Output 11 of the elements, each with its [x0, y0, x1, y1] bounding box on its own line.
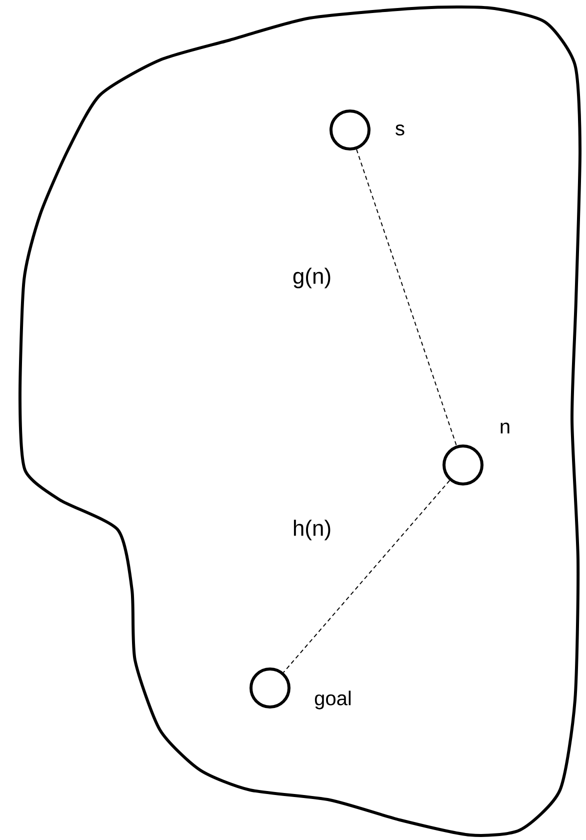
node-label: goal: [314, 690, 351, 710]
node-label: n: [500, 422, 510, 434]
blob-outline: [18, 6, 582, 837]
node-circle: [330, 110, 370, 150]
edge-label: h(n): [291, 518, 333, 542]
edge-label: g(n): [291, 266, 333, 290]
node-circle: [442, 444, 484, 486]
dashed-line: [282, 480, 450, 673]
dashed-line: [356, 148, 457, 446]
node-circle: [250, 668, 290, 708]
node-label: s: [396, 124, 404, 136]
